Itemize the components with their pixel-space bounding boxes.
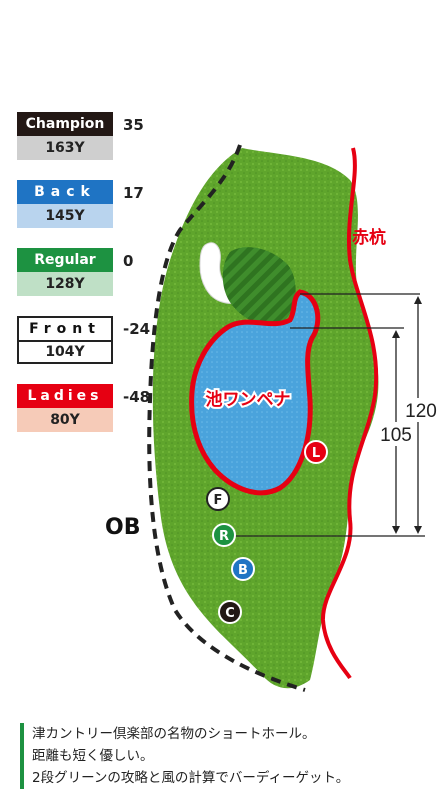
tee-row-champion: Champion 163Y 35 — [17, 112, 144, 160]
tee-name-regular: Regular — [17, 248, 113, 272]
tee-yardage-regular: 128Y — [17, 272, 113, 296]
tee-name-champion: Champion — [17, 112, 113, 136]
putting-green — [222, 247, 296, 326]
water-hazard-pond — [189, 289, 321, 496]
hole-description: 津カントリー倶楽部の名物のショートホール。 距離も短く優しい。 2段グリーンの攻… — [20, 723, 349, 789]
tee-marker-front: F — [206, 487, 230, 511]
red-stake-line — [320, 147, 379, 680]
distance-arrowheads — [392, 296, 422, 534]
distance-120-bg — [404, 398, 438, 422]
tee-marker-champion-label: C — [225, 606, 235, 621]
tee-name-back: Back — [17, 180, 113, 204]
tee-row-back: Back 145Y 17 — [17, 180, 144, 228]
tee-row-ladies: Ladies 80Y -48 — [17, 384, 150, 432]
tee-yardage-ladies: 80Y — [17, 408, 113, 432]
description-line: 距離も短く優しい。 — [32, 748, 154, 764]
tee-marker-front-label: F — [214, 493, 223, 508]
tee-diff-champion: 35 — [123, 116, 144, 134]
distance-120-label: 120 — [405, 401, 437, 422]
tee-marker-regular: R — [212, 523, 236, 547]
tee-marker-back: B — [231, 557, 255, 581]
distance-105-label: 105 — [380, 425, 412, 446]
tee-marker-back-label: B — [238, 563, 248, 578]
description-line: 津カントリー倶楽部の名物のショートホール。 — [32, 726, 316, 742]
tee-diff-ladies: -48 — [123, 388, 151, 406]
description-line: 2段グリーンの攻略と風の計算でバーディーゲット。 — [32, 770, 350, 786]
distance-105-bg — [376, 422, 416, 446]
tee-marker-regular-label: R — [219, 529, 229, 544]
tee-name-front: Front — [17, 316, 113, 340]
tee-marker-ladies: L — [304, 440, 328, 464]
tee-marker-ladies-label: L — [312, 446, 320, 461]
tee-marker-champion: C — [218, 600, 242, 624]
ob-boundary-line — [147, 144, 306, 692]
tee-diff-back: 17 — [123, 184, 144, 202]
ob-label: OB — [105, 515, 140, 540]
tee-yardage-champion: 163Y — [17, 136, 113, 160]
tee-diff-front: -24 — [123, 320, 151, 338]
tee-row-regular: Regular 128Y 0 — [17, 248, 133, 296]
pond-label: 池ワンペナ — [206, 389, 291, 410]
tee-row-front: Front 104Y -24 — [17, 316, 150, 364]
tee-yardage-front: 104Y — [17, 340, 113, 364]
tee-diff-regular: 0 — [123, 252, 134, 270]
tee-yardage-back: 145Y — [17, 204, 113, 228]
tee-name-ladies: Ladies — [17, 384, 113, 408]
red-stake-label: 赤杭 — [352, 227, 386, 248]
